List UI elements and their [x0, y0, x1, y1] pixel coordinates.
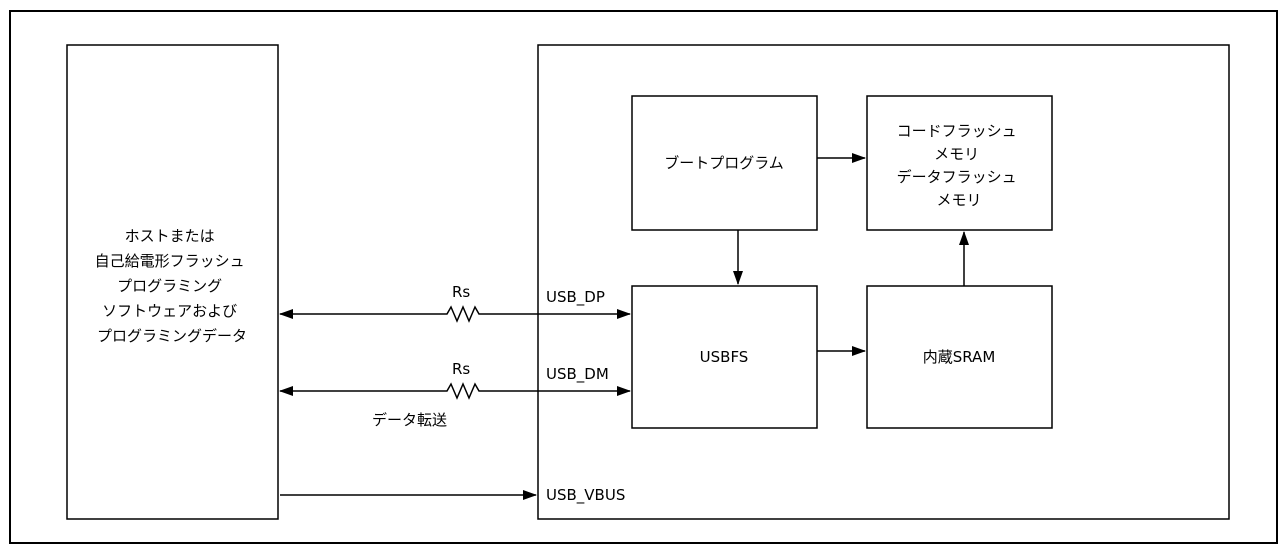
host-box — [66, 44, 279, 520]
usb-dp-label: USB_DP — [546, 288, 605, 307]
mcu-box — [537, 44, 1230, 520]
flash-memory-label: コードフラッシュ メモリ データフラッシュ メモリ — [897, 122, 1022, 209]
outer-frame — [9, 10, 1278, 544]
usb-vbus-label: USB_VBUS — [546, 486, 625, 505]
resistor-dp-label: Rs — [452, 283, 470, 301]
boot-program-box — [631, 95, 818, 231]
flash-memory-box — [866, 95, 1053, 231]
usbfs-box — [631, 285, 818, 429]
usb-dm-label: USB_DM — [546, 365, 609, 384]
host-label: ホストまたは 自己給電形フラッシュ プログラミング ソフトウェアおよび プログラ… — [95, 227, 250, 345]
sram-box — [866, 285, 1053, 429]
data-transfer-label: データ転送 — [372, 411, 447, 429]
resistor-dm-label: Rs — [452, 360, 470, 378]
usb-dm-line — [279, 382, 631, 400]
usb-dp-line — [279, 305, 631, 323]
boot-program-label: ブートプログラム — [664, 154, 784, 172]
sram-label: 内蔵SRAM — [923, 348, 996, 366]
usbfs-label: USBFS — [700, 348, 749, 366]
